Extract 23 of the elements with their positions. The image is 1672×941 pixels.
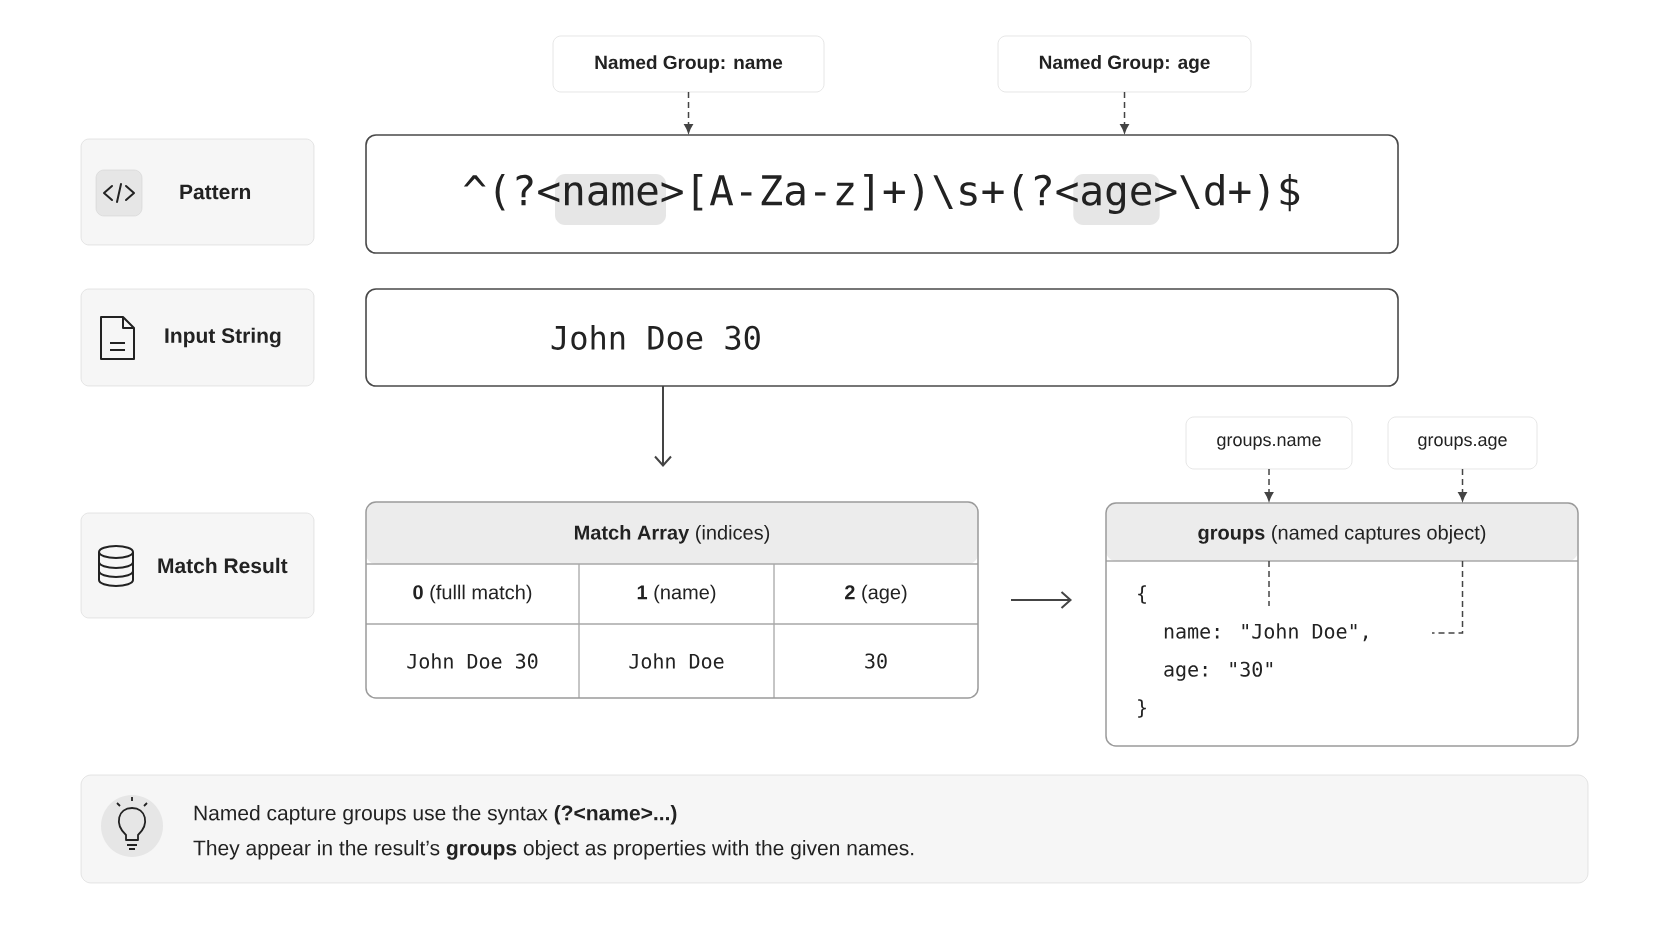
tag-label: Named Group: age [997, 35, 1252, 93]
pattern-box: ^(?<name>[A-Za-z]+)\s+(?<age>\d+)$ [365, 134, 1399, 254]
arrow [654, 385, 672, 467]
table-cell: 2 (age) [845, 584, 907, 604]
input-box: John Doe 30 [365, 288, 1399, 387]
arrow [1264, 468, 1274, 502]
arrow [1120, 91, 1129, 134]
table-cell: John Doe [629, 653, 724, 669]
note-box: Named capture groups use the syntax (?<name>...) They appear in the result’s groups object as properties with the given names. [80, 774, 1589, 884]
row-label: Input String [80, 288, 315, 387]
table-cell: 30 [865, 653, 887, 669]
object-panel: groups (named captures object) { name: "John Doe", age: "30" } [1105, 502, 1579, 747]
arrow [684, 91, 693, 134]
table-cell: John Doe 30 [407, 653, 538, 669]
row-label: Match Result [80, 512, 315, 619]
row-label: Pattern [80, 138, 315, 246]
arrow [1458, 468, 1467, 502]
tag-label: Named Group: name [552, 35, 825, 93]
table-cell: 0 (fulll match) [413, 584, 532, 604]
arrow [1010, 591, 1072, 609]
property-label: groups.age [1387, 416, 1538, 470]
table-cell: 1 (name) [637, 584, 716, 604]
property-label: groups.name [1185, 416, 1353, 470]
